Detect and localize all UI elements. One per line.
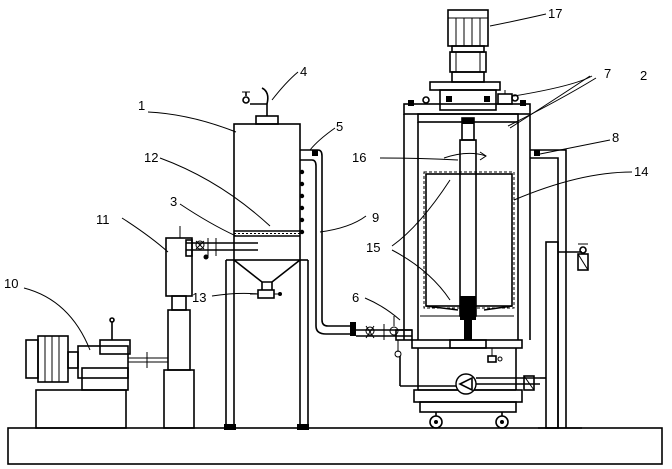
inner-basket (420, 171, 515, 317)
circulation-loop (399, 348, 546, 395)
label-9: 9 (372, 210, 379, 225)
stirrer-shaft (443, 117, 487, 349)
label-17: 17 (548, 6, 562, 21)
callout-labels: 1 2 3 4 5 6 7 8 9 10 11 12 13 14 15 16 1… (4, 6, 648, 305)
label-4: 4 (300, 64, 307, 79)
label-6: 6 (352, 290, 359, 305)
label-5: 5 (336, 119, 343, 134)
label-1: 1 (138, 98, 145, 113)
label-15: 15 (366, 240, 380, 255)
label-10: 10 (4, 276, 18, 291)
label-16: 16 (352, 150, 366, 165)
label-12: 12 (144, 150, 158, 165)
hopper-tank (224, 87, 309, 430)
label-7: 7 (604, 66, 611, 81)
label-8: 8 (612, 130, 619, 145)
label-3: 3 (170, 194, 177, 209)
transfer-pipe (300, 149, 413, 358)
label-2: 2 (640, 68, 647, 83)
bottom-cart (413, 389, 523, 429)
label-14: 14 (634, 164, 648, 179)
motor-pump-unit (25, 317, 168, 429)
hydraulic-column (163, 226, 258, 429)
leader-lines (23, 13, 633, 351)
label-13: 13 (192, 290, 206, 305)
drive-motor (429, 9, 501, 111)
label-11: 11 (96, 212, 110, 227)
base-platform (7, 427, 663, 465)
